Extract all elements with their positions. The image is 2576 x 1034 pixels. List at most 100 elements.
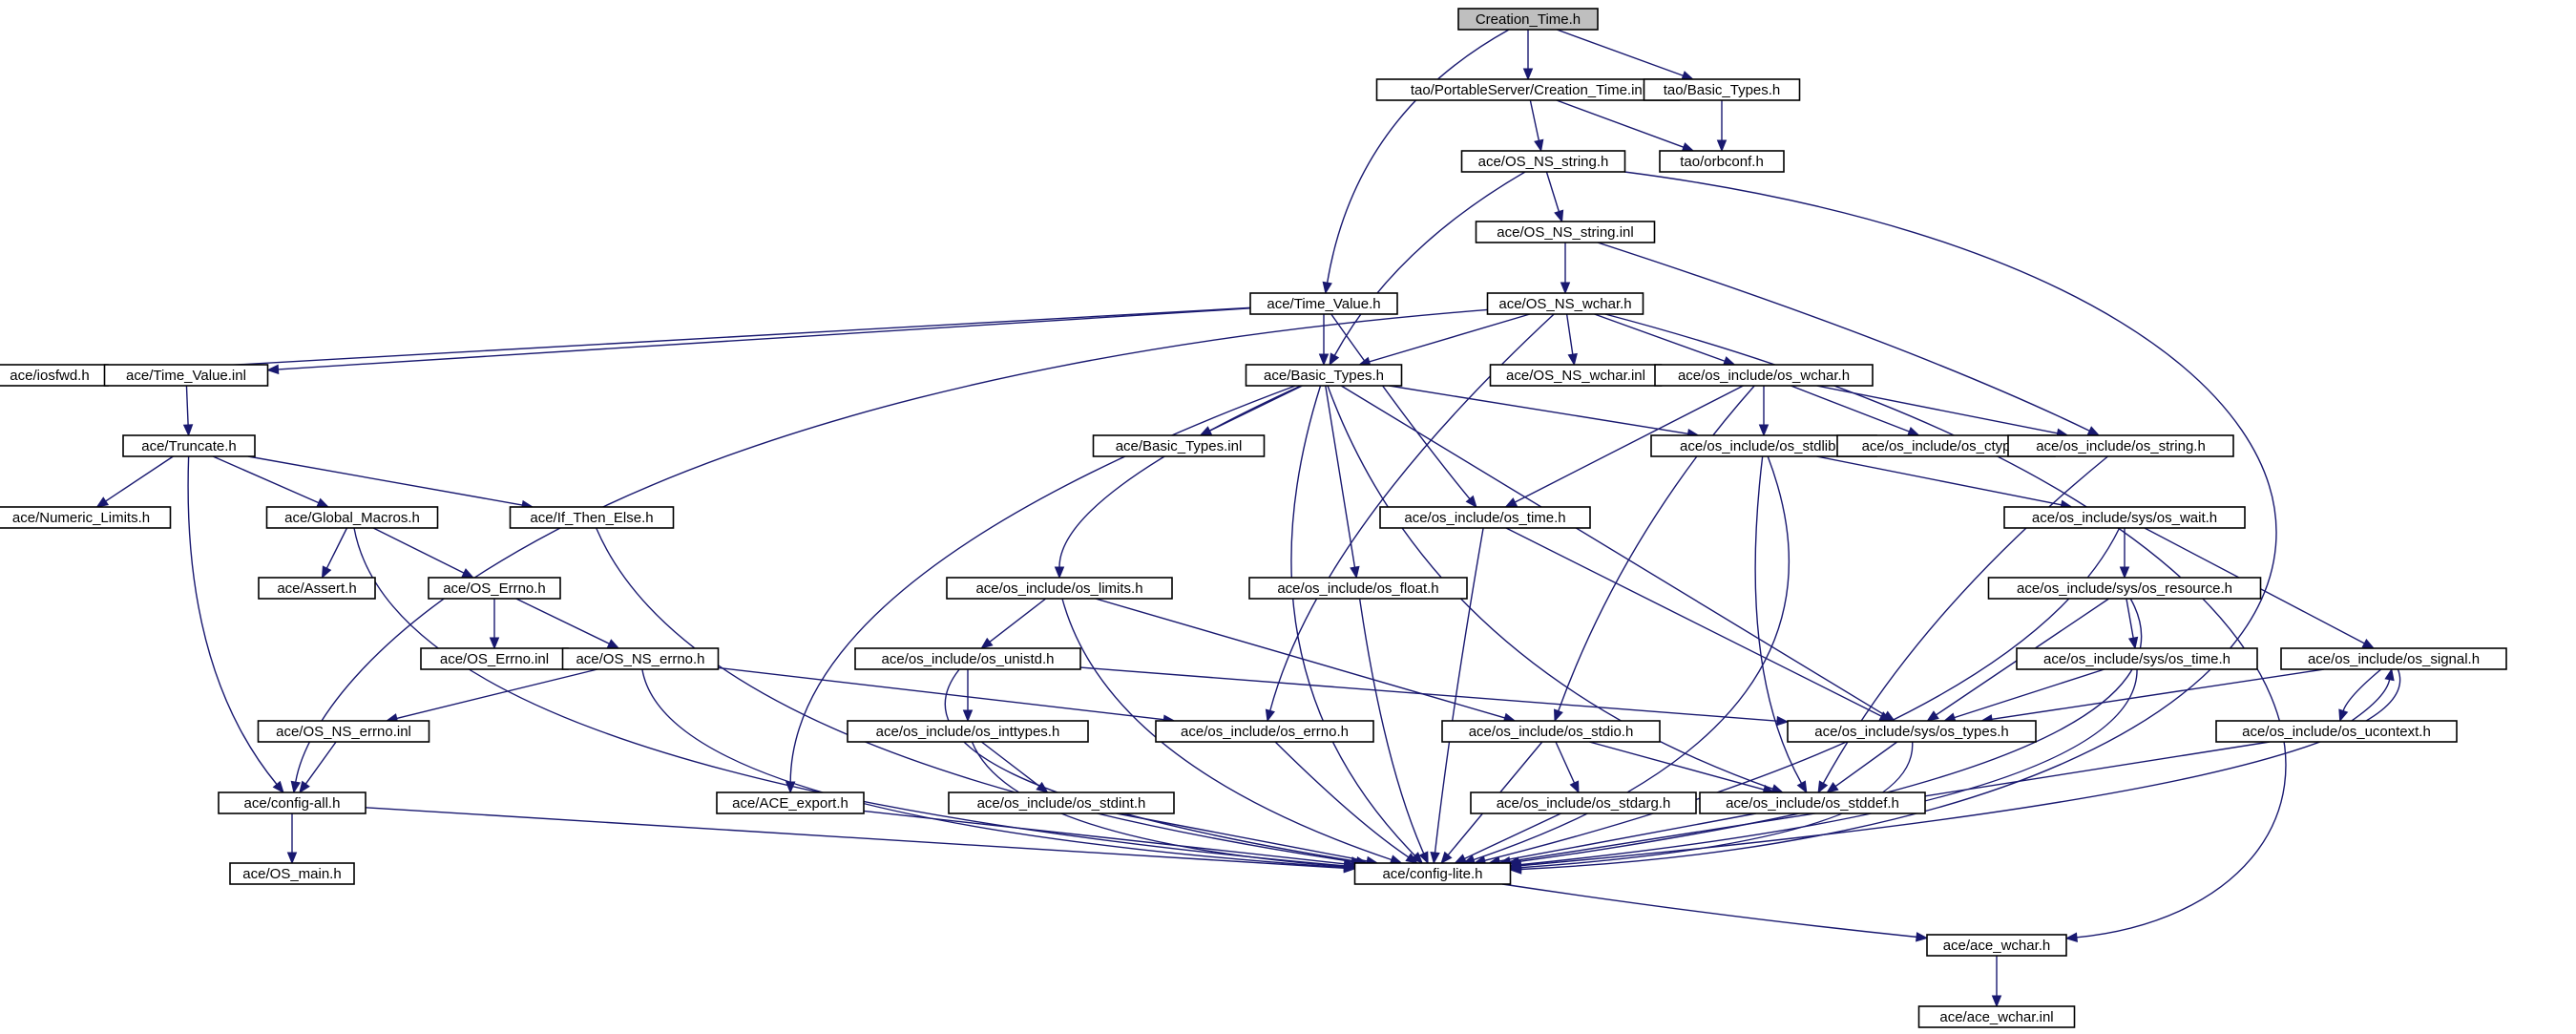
node-label: ace/Numeric_Limits.h	[12, 510, 150, 526]
edge-ace-basic-types-h-to-ace-osi-stdlib-h	[1389, 385, 1700, 439]
arrowhead-icon	[1776, 715, 1790, 727]
node-box	[847, 720, 1089, 743]
node-ace-osi-limits-h[interactable]: ace/os_include/os_limits.h	[946, 577, 1173, 600]
node-ace-osi-errno-h[interactable]: ace/os_include/os_errno.h	[1155, 720, 1374, 743]
node-tao-basic-types-h[interactable]: tao/Basic_Types.h	[1643, 78, 1801, 101]
edge-ace-osi-float-h-to-ace-config-lite-h	[1358, 598, 1429, 865]
node-label: ace/os_include/os_stddef.h	[1726, 795, 1899, 812]
edge-line	[1330, 313, 1471, 499]
node-ace-osi-stdint-h[interactable]: ace/os_include/os_stdint.h	[948, 791, 1175, 814]
node-label: ace/OS_NS_string.inl	[1497, 224, 1633, 241]
arrowhead-icon	[1554, 209, 1564, 223]
arrowhead-icon	[1681, 71, 1695, 80]
node-box	[561, 647, 720, 670]
node-ace-osi-stdio-h[interactable]: ace/os_include/os_stdio.h	[1441, 720, 1661, 743]
arrowhead-icon	[1465, 495, 1477, 509]
edge-ace-basic-types-h-to-ace-osi-limits-h	[1054, 385, 1302, 580]
node-creation-time-h[interactable]: Creation_Time.h	[1457, 8, 1599, 31]
node-ace-os-ns-wchar-inl[interactable]: ace/OS_NS_wchar.inl	[1489, 364, 1663, 387]
edge-ace-basic-types-h-to-ace-osi-float-h	[1325, 385, 1360, 580]
node-ace-os-errno-h[interactable]: ace/OS_Errno.h	[428, 577, 561, 600]
node-ace-osi-sys-types-h[interactable]: ace/os_include/sys/os_types.h	[1787, 720, 2037, 743]
edge-line	[515, 598, 610, 644]
node-ace-os-ns-string-inl[interactable]: ace/OS_NS_string.inl	[1475, 221, 1656, 243]
node-ace-os-errno-inl[interactable]: ace/OS_Errno.inl	[420, 647, 569, 670]
arrowhead-icon	[2361, 639, 2376, 649]
edge-creation-time-h-to-ace-time-value-h	[1322, 29, 1510, 295]
node-ace-osi-signal-h[interactable]: ace/os_include/os_signal.h	[2280, 647, 2507, 670]
node-label: ace/OS_main.h	[242, 866, 341, 882]
node-box	[1475, 221, 1656, 243]
node-ace-if-then-else-h[interactable]: ace/If_Then_Else.h	[509, 506, 675, 529]
node-tao-ps-creation-time-inl[interactable]: tao/PortableServer/Creation_Time.inl	[1375, 78, 1681, 101]
edge-ace-osi-limits-h-to-ace-osi-unistd-h	[980, 598, 1047, 649]
edge-line	[1333, 171, 1526, 356]
edge-line	[247, 455, 523, 506]
node-ace-osi-sys-time-h[interactable]: ace/os_include/sys/os_time.h	[2016, 647, 2258, 670]
edge-line	[1556, 99, 1685, 148]
edge-ace-osi-stdlib-h-to-ace-osi-stddef-h	[1754, 455, 1808, 794]
edge-ace-osi-unistd-h-to-ace-osi-sys-types-h	[1079, 666, 1790, 727]
node-ace-assert-h[interactable]: ace/Assert.h	[258, 577, 376, 600]
node-ace-osi-float-h[interactable]: ace/os_include/os_float.h	[1248, 577, 1468, 600]
edge-ace-osi-sys-time-h-to-ace-config-lite-h	[1509, 668, 2138, 870]
node-ace-ace-export-h[interactable]: ace/ACE_export.h	[716, 791, 865, 814]
node-ace-osi-ucontext-h[interactable]: ace/os_include/os_ucontext.h	[2215, 720, 2458, 743]
edge-line	[1520, 668, 2138, 866]
node-label: ace/os_include/os_stdint.h	[977, 795, 1146, 812]
edge-ace-time-value-h-to-ace-basic-types-h	[1318, 314, 1330, 367]
node-ace-osi-unistd-h[interactable]: ace/os_include/os_unistd.h	[854, 647, 1081, 670]
node-ace-osi-inttypes-h[interactable]: ace/os_include/os_inttypes.h	[847, 720, 1089, 743]
node-ace-osi-string-h[interactable]: ace/os_include/os_string.h	[2007, 434, 2234, 457]
arrowhead-icon	[1926, 710, 1939, 722]
node-ace-ace-wchar-inl[interactable]: ace/ace_wchar.inl	[1917, 1005, 2076, 1028]
edge-ace-os-ns-string-h-to-ace-os-ns-string-inl	[1545, 171, 1564, 223]
node-ace-global-macros-h[interactable]: ace/Global_Macros.h	[265, 506, 439, 529]
edge-line	[944, 668, 1357, 862]
node-ace-os-main-h[interactable]: ace/OS_main.h	[229, 862, 355, 885]
node-ace-config-all-h[interactable]: ace/config-all.h	[218, 791, 367, 814]
node-ace-config-lite-h[interactable]: ace/config-lite.h	[1353, 862, 1512, 885]
node-ace-osi-ctype-h[interactable]: ace/os_include/os_ctype.h	[1836, 434, 2056, 457]
node-ace-osi-stdlib-h[interactable]: ace/os_include/os_stdlib.h	[1650, 434, 1877, 457]
node-ace-numeric-limits-h[interactable]: ace/Numeric_Limits.h	[0, 506, 172, 529]
node-ace-os-ns-errno-inl[interactable]: ace/OS_NS_errno.inl	[257, 720, 430, 743]
node-ace-osi-sys-resource-h[interactable]: ace/os_include/sys/os_resource.h	[1987, 577, 2262, 600]
edge-tao-ps-creation-time-inl-to-ace-os-ns-string-h	[1529, 99, 1544, 153]
node-box	[2003, 506, 2246, 529]
node-ace-osi-stdarg-h[interactable]: ace/os_include/os_stdarg.h	[1470, 791, 1697, 814]
arrowhead-icon	[1054, 566, 1065, 580]
node-ace-basic-types-inl[interactable]: ace/Basic_Types.inl	[1092, 434, 1266, 457]
node-ace-truncate-h[interactable]: ace/Truncate.h	[122, 434, 256, 457]
node-ace-osi-stddef-h[interactable]: ace/os_include/os_stddef.h	[1699, 791, 1926, 814]
edge-ace-osi-inttypes-h-to-ace-osi-stdint-h	[980, 741, 1049, 793]
node-ace-os-ns-errno-h[interactable]: ace/OS_NS_errno.h	[561, 647, 720, 670]
node-ace-ace-wchar-h[interactable]: ace/ace_wchar.h	[1926, 934, 2067, 957]
arrowhead-icon	[1554, 708, 1563, 723]
node-label: ace/os_include/os_errno.h	[1181, 724, 1349, 740]
node-tao-orbconf-h[interactable]: tao/orbconf.h	[1659, 150, 1785, 173]
node-ace-time-value-inl[interactable]: ace/Time_Value.inl	[103, 364, 269, 387]
arrowhead-icon	[1522, 68, 1534, 81]
node-label: ace/os_include/os_float.h	[1277, 580, 1438, 597]
node-ace-osi-time-h[interactable]: ace/os_include/os_time.h	[1379, 506, 1591, 529]
edge-line	[1061, 598, 1393, 861]
node-ace-osi-wchar-h[interactable]: ace/os_include/os_wchar.h	[1654, 364, 1874, 387]
node-ace-time-value-h[interactable]: ace/Time_Value.h	[1249, 292, 1398, 315]
node-label: tao/Basic_Types.h	[1664, 82, 1781, 98]
edge-ace-time-value-h-to-ace-time-value-inl	[266, 307, 1251, 375]
node-box	[103, 364, 269, 387]
edge-line	[1518, 598, 2143, 863]
edge-ace-os-ns-errno-inl-to-ace-config-all-h	[299, 741, 337, 794]
node-ace-iosfwd-h[interactable]: ace/iosfwd.h	[0, 364, 109, 387]
edge-line	[1116, 812, 1368, 862]
edge-ace-osi-limits-h-to-ace-osi-stdio-h	[1095, 598, 1517, 723]
node-ace-os-ns-string-h[interactable]: ace/OS_NS_string.h	[1460, 150, 1626, 173]
node-ace-osi-sys-wait-h[interactable]: ace/os_include/sys/os_wait.h	[2003, 506, 2246, 529]
node-ace-basic-types-h[interactable]: ace/Basic_Types.h	[1245, 364, 1403, 387]
arrowhead-icon	[1329, 352, 1340, 367]
edge-line	[989, 598, 1047, 643]
node-ace-os-ns-wchar-h[interactable]: ace/OS_NS_wchar.h	[1486, 292, 1644, 315]
edge-line	[1095, 598, 1505, 719]
edge-line	[1520, 171, 2277, 871]
